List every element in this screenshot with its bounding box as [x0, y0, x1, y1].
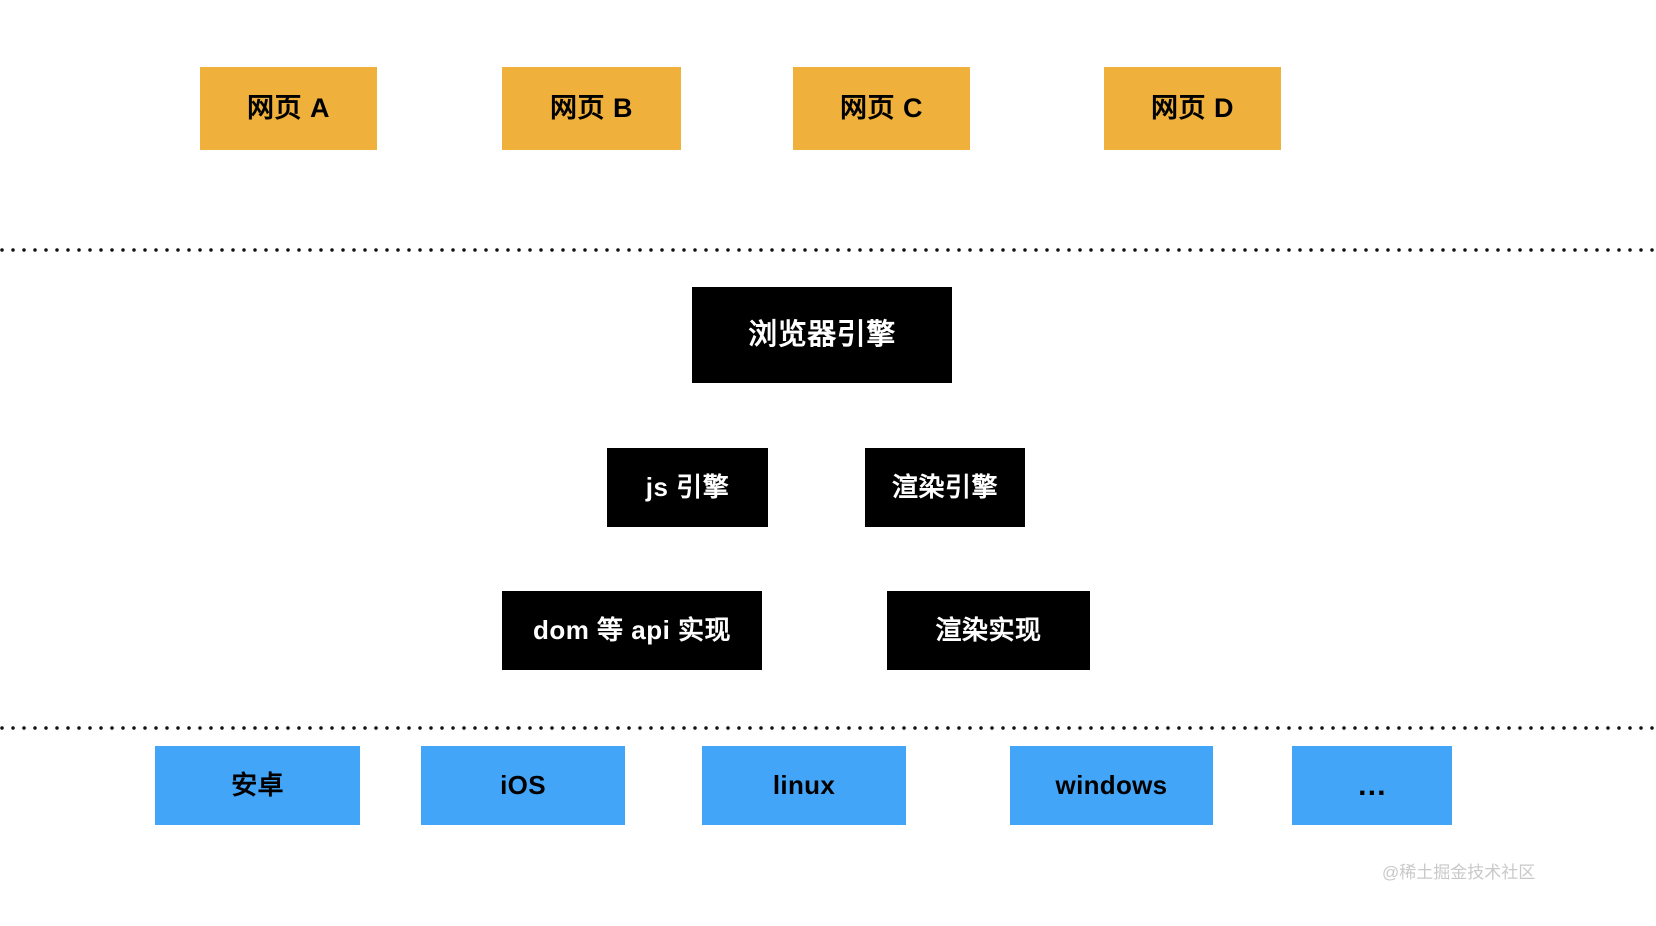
web-page-label-c: 网页 C [840, 93, 923, 124]
web-page-node-d: 网页 D [1104, 67, 1281, 150]
os-node-more: … [1292, 746, 1452, 825]
watermark: @稀土掘金技术社区 [1382, 863, 1536, 882]
web-page-label-a: 网页 A [247, 93, 330, 124]
browser-engine-label: 浏览器引擎 [748, 318, 896, 351]
divider-top [0, 248, 1656, 252]
web-page-label-b: 网页 B [550, 93, 633, 124]
js-engine-label: js 引擎 [645, 471, 730, 502]
browser-engine-node: 浏览器引擎 [692, 287, 952, 383]
os-node-windows: windows [1010, 746, 1213, 825]
os-node-ios: iOS [421, 746, 625, 825]
os-label-linux: linux [772, 769, 836, 800]
os-label-android: 安卓 [231, 769, 284, 800]
os-label-ios: iOS [500, 769, 546, 800]
web-page-label-d: 网页 D [1151, 93, 1234, 124]
dom-api-implementation-label: dom 等 api 实现 [532, 614, 732, 645]
web-page-node-a: 网页 A [200, 67, 377, 150]
os-node-linux: linux [702, 746, 906, 825]
render-engine-node: 渲染引擎 [865, 448, 1025, 527]
render-implementation-node: 渲染实现 [887, 591, 1090, 670]
os-label-more: … [1356, 768, 1388, 802]
web-page-node-b: 网页 B [502, 67, 681, 150]
divider-bottom [0, 726, 1656, 730]
os-label-windows: windows [1055, 769, 1168, 800]
os-node-android: 安卓 [155, 746, 360, 825]
web-page-node-c: 网页 C [793, 67, 970, 150]
render-implementation-label: 渲染实现 [935, 614, 1042, 645]
js-engine-node: js 引擎 [607, 448, 768, 527]
render-engine-label: 渲染引擎 [891, 471, 998, 502]
dom-api-implementation-node: dom 等 api 实现 [502, 591, 762, 670]
